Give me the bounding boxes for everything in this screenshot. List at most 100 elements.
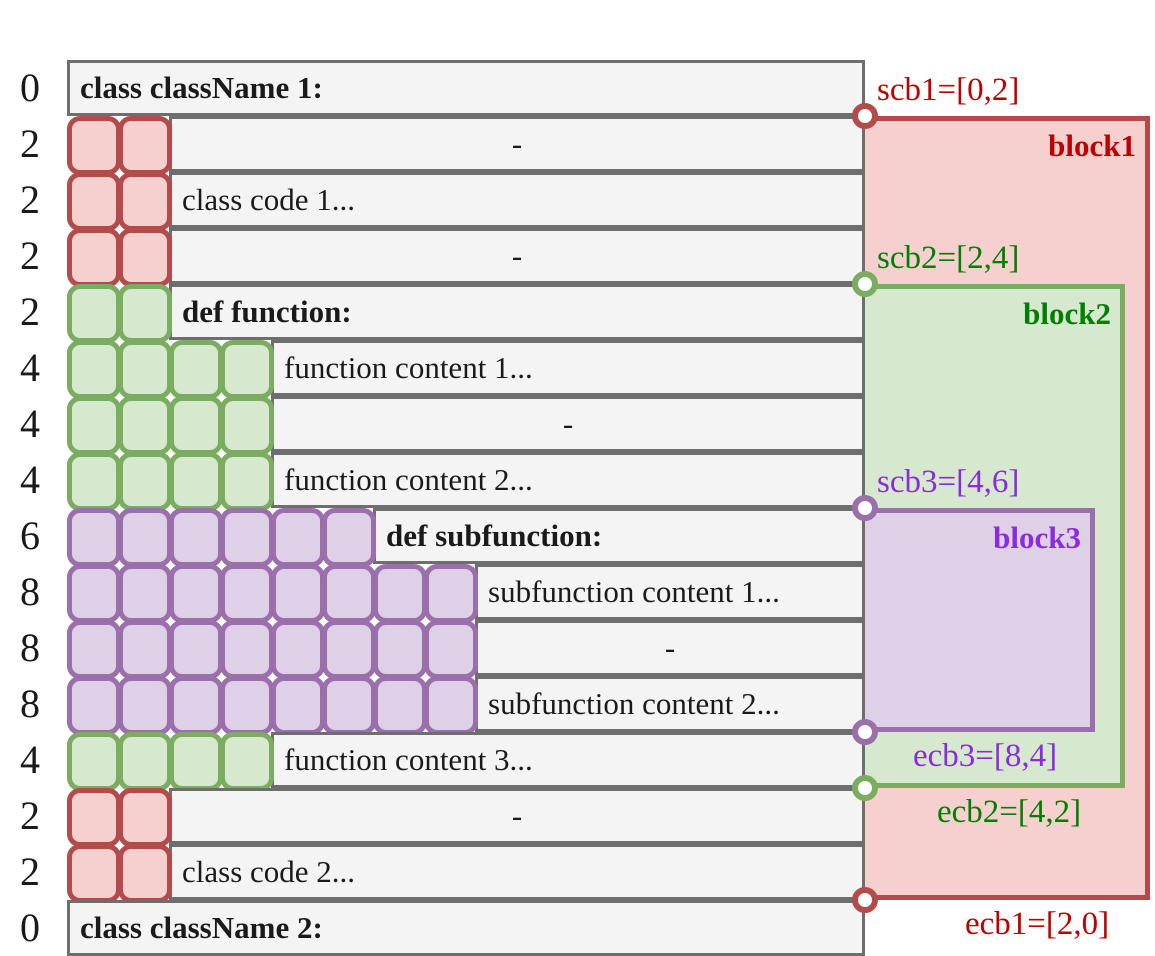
code-row-text: def function:: [182, 294, 352, 329]
code-row: subfunction content 1...: [475, 564, 865, 620]
indent-cell: [220, 340, 274, 399]
indent-cell: [424, 620, 478, 679]
code-row: class code 1...: [169, 172, 865, 228]
indent-cell: [118, 620, 172, 679]
indent-cell: [424, 676, 478, 735]
indent-cell: [67, 396, 121, 455]
indent-cell: [169, 732, 223, 791]
code-row: class className 2:: [67, 900, 865, 956]
code-row-text: -: [511, 126, 523, 161]
indent-cell: [271, 620, 325, 679]
depth-number: 2: [20, 793, 40, 838]
code-row-text: class code 2...: [182, 854, 356, 889]
indent-cell: [67, 172, 121, 231]
code-row-text: function content 1...: [284, 350, 533, 385]
code-row: function content 3...: [271, 732, 865, 788]
indent-cell: [118, 844, 172, 903]
indent-cell: [67, 564, 121, 623]
code-row-text: class className 1:: [80, 70, 323, 105]
indent-cell: [118, 788, 172, 847]
indent-cell: [118, 676, 172, 735]
indent-cell: [169, 508, 223, 567]
indent-cell: [118, 732, 172, 791]
indent-cell: [67, 844, 121, 903]
code-row: def subfunction:: [373, 508, 865, 564]
code-row-text: -: [511, 238, 523, 273]
indent-cell: [373, 620, 427, 679]
depth-number: 2: [20, 233, 40, 278]
indent-cell: [169, 620, 223, 679]
indent-cell: [67, 228, 121, 287]
start-annotation-block3: scb3=[4,6]: [877, 464, 1020, 500]
depth-number: 8: [20, 569, 40, 614]
indent-cell: [118, 508, 172, 567]
code-row: class className 1:: [67, 60, 865, 116]
indent-cell: [169, 676, 223, 735]
connector-dot-block1-start: [852, 103, 878, 129]
indent-cell: [118, 284, 172, 343]
depth-number: 2: [20, 121, 40, 166]
indent-cell: [169, 452, 223, 511]
start-annotation-block1: scb1=[0,2]: [877, 72, 1020, 108]
depth-number: 6: [20, 513, 40, 558]
indent-cell: [322, 508, 376, 567]
connector-dot-block1-end: [852, 887, 878, 913]
code-row-text: -: [511, 798, 523, 833]
indent-cell: [118, 396, 172, 455]
start-annotation-block2: scb2=[2,4]: [877, 240, 1020, 276]
end-annotation-block2: ecb2=[4,2]: [937, 794, 1082, 830]
indent-cell: [220, 676, 274, 735]
code-row-text: -: [562, 406, 574, 441]
indent-cell: [118, 564, 172, 623]
code-row-text: -: [664, 630, 676, 665]
depth-number: 8: [20, 625, 40, 670]
indent-cell: [67, 620, 121, 679]
depth-number: 8: [20, 681, 40, 726]
code-row-text: subfunction content 1...: [488, 574, 780, 609]
depth-number: 0: [20, 905, 40, 950]
depth-number: 2: [20, 289, 40, 334]
indent-cell: [169, 396, 223, 455]
indent-cell: [271, 508, 325, 567]
code-row: function content 2...: [271, 452, 865, 508]
code-row-text: def subfunction:: [386, 518, 603, 553]
connector-dot-block3-start: [852, 495, 878, 521]
depth-number: 2: [20, 849, 40, 894]
indent-cell: [373, 676, 427, 735]
indent-cell: [322, 564, 376, 623]
indent-cell: [220, 564, 274, 623]
connector-dot-block2-start: [852, 271, 878, 297]
end-annotation-block3: ecb3=[8,4]: [913, 738, 1058, 774]
scope-block-block3: [865, 508, 1095, 732]
code-row: subfunction content 2...: [475, 676, 865, 732]
indent-cell: [67, 340, 121, 399]
indent-cell: [220, 732, 274, 791]
code-row: -: [169, 116, 865, 172]
code-row: class code 2...: [169, 844, 865, 900]
block-label-block1: block1: [1048, 128, 1136, 163]
depth-number: 2: [20, 177, 40, 222]
indent-cell: [271, 564, 325, 623]
indent-cell: [67, 116, 121, 175]
indent-cell: [67, 788, 121, 847]
code-row-text: subfunction content 2...: [488, 686, 780, 721]
code-row-text: class className 2:: [80, 910, 323, 945]
diagram-canvas: 0 class className 1: 2 - 2 class code 1... 2 - 2…: [20, 60, 1150, 956]
indent-cell: [67, 732, 121, 791]
indent-cell: [118, 228, 172, 287]
depth-number: 4: [20, 457, 40, 502]
connector-dot-block2-end: [852, 775, 878, 801]
indent-cell: [169, 340, 223, 399]
indent-cell: [169, 564, 223, 623]
code-row: -: [169, 788, 865, 844]
connector-dot-block3-end: [852, 719, 878, 745]
indent-cell: [118, 452, 172, 511]
indent-cell: [118, 340, 172, 399]
indent-cell: [67, 284, 121, 343]
indent-cell: [373, 564, 427, 623]
indent-cell: [220, 396, 274, 455]
end-annotation-block1: ecb1=[2,0]: [965, 906, 1110, 942]
depth-number: 0: [20, 65, 40, 110]
indent-cell: [220, 620, 274, 679]
code-row: -: [475, 620, 865, 676]
